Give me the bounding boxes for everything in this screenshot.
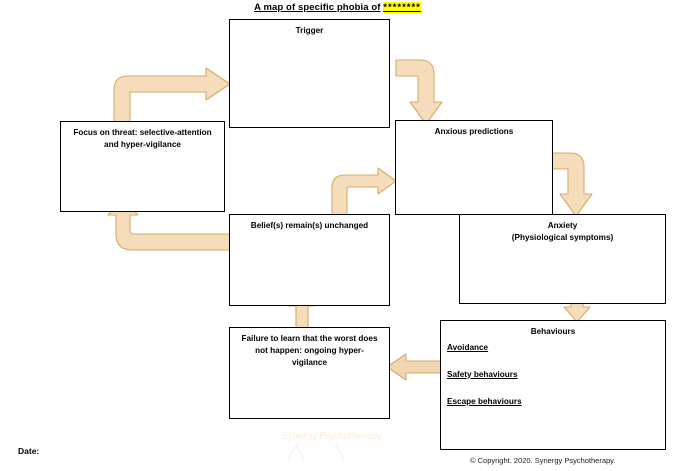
box-anxiety-subheading: (Physiological symptoms) (511, 232, 614, 242)
arrow-predictions-to-anxiety (547, 150, 598, 218)
box-anxious-predictions-heading: Anxious predictions (434, 127, 514, 136)
page-title-text: A map of specific phobia of (254, 2, 381, 13)
list-item[interactable]: Safety behaviours (447, 369, 665, 380)
box-beliefs[interactable]: Belief(s) remain(s) unchanged (229, 214, 390, 306)
page-title-blank: ******** (383, 2, 421, 13)
box-behaviours-heading: Behaviours (530, 327, 576, 336)
box-trigger[interactable]: Trigger (229, 19, 390, 128)
behaviour-item-label: Escape behaviours (447, 396, 522, 406)
arrow-trigger-to-predictions (395, 56, 448, 126)
arrow-beliefs-to-predictions (326, 167, 400, 220)
box-trigger-heading: Trigger (295, 26, 324, 35)
box-failure-to-learn[interactable]: Failure to learn that the worst does not… (229, 327, 390, 419)
box-focus-on-threat-heading: Focus on threat: selective-attention and… (73, 128, 212, 149)
list-item[interactable]: Escape behaviours (447, 396, 665, 407)
date-label: Date: (18, 446, 40, 456)
arrow-behaviours-to-failure (386, 353, 442, 381)
behaviour-item-label: Safety behaviours (447, 369, 518, 379)
synergy-logo-watermark: Synergy Psychotherapy (282, 432, 382, 470)
watermark-chevrons-icon (287, 444, 345, 459)
copyright-notice: © Copyright. 2020. Synergy Psychotherapy… (470, 456, 616, 465)
box-anxiety-heading: Anxiety (547, 221, 578, 230)
list-item[interactable]: Avoidance (447, 342, 665, 353)
box-behaviours[interactable]: Behaviours Avoidance Safety behaviours E… (440, 320, 666, 450)
box-anxious-predictions[interactable]: Anxious predictions (395, 120, 553, 215)
box-failure-to-learn-heading: Failure to learn that the worst does not… (241, 334, 378, 367)
box-beliefs-heading: Belief(s) remain(s) unchanged (250, 221, 369, 230)
behaviours-list: Avoidance Safety behaviours Escape behav… (441, 338, 665, 407)
behaviour-item-label: Avoidance (447, 342, 489, 352)
page-title: A map of specific phobia of ******** (0, 2, 675, 13)
arrow-focus-to-trigger (108, 66, 234, 133)
box-focus-on-threat[interactable]: Focus on threat: selective-attention and… (60, 121, 225, 212)
box-anxiety[interactable]: Anxiety (Physiological symptoms) (459, 214, 666, 304)
watermark-text: Synergy Psychotherapy (282, 432, 382, 442)
